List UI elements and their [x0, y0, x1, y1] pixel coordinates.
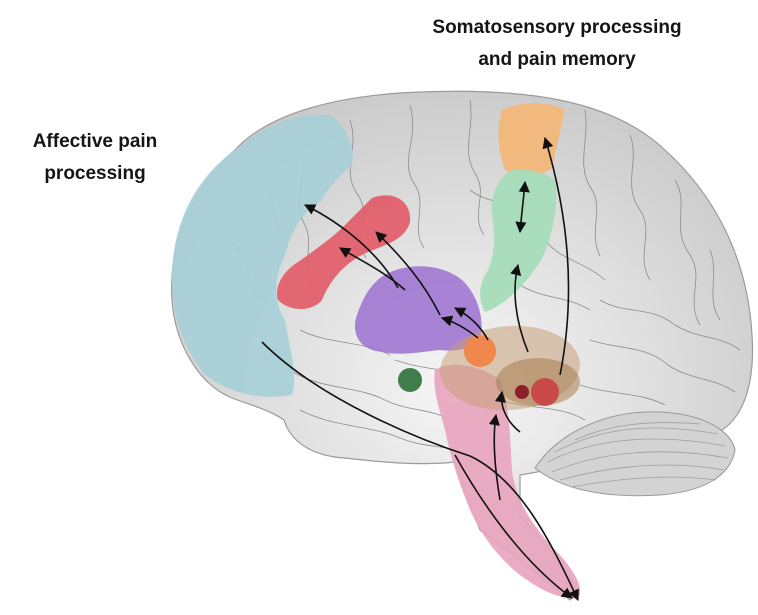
red-nucleus-dot: [531, 378, 559, 406]
dark-red-nucleus-dot: [515, 385, 529, 399]
amygdala-dot: [464, 335, 496, 367]
affective-label-line-2: processing: [0, 158, 190, 190]
green-nucleus-dot: [398, 368, 422, 392]
affective-pain-label: Affective pain processing: [0, 126, 190, 190]
somatosensory-processing-label: Somatosensory processing and pain memory: [372, 12, 742, 76]
affective-label-line-1: Affective pain: [0, 126, 190, 158]
somatosensory-label-line-1: Somatosensory processing: [372, 12, 742, 44]
somatosensory-label-line-2: and pain memory: [372, 44, 742, 76]
